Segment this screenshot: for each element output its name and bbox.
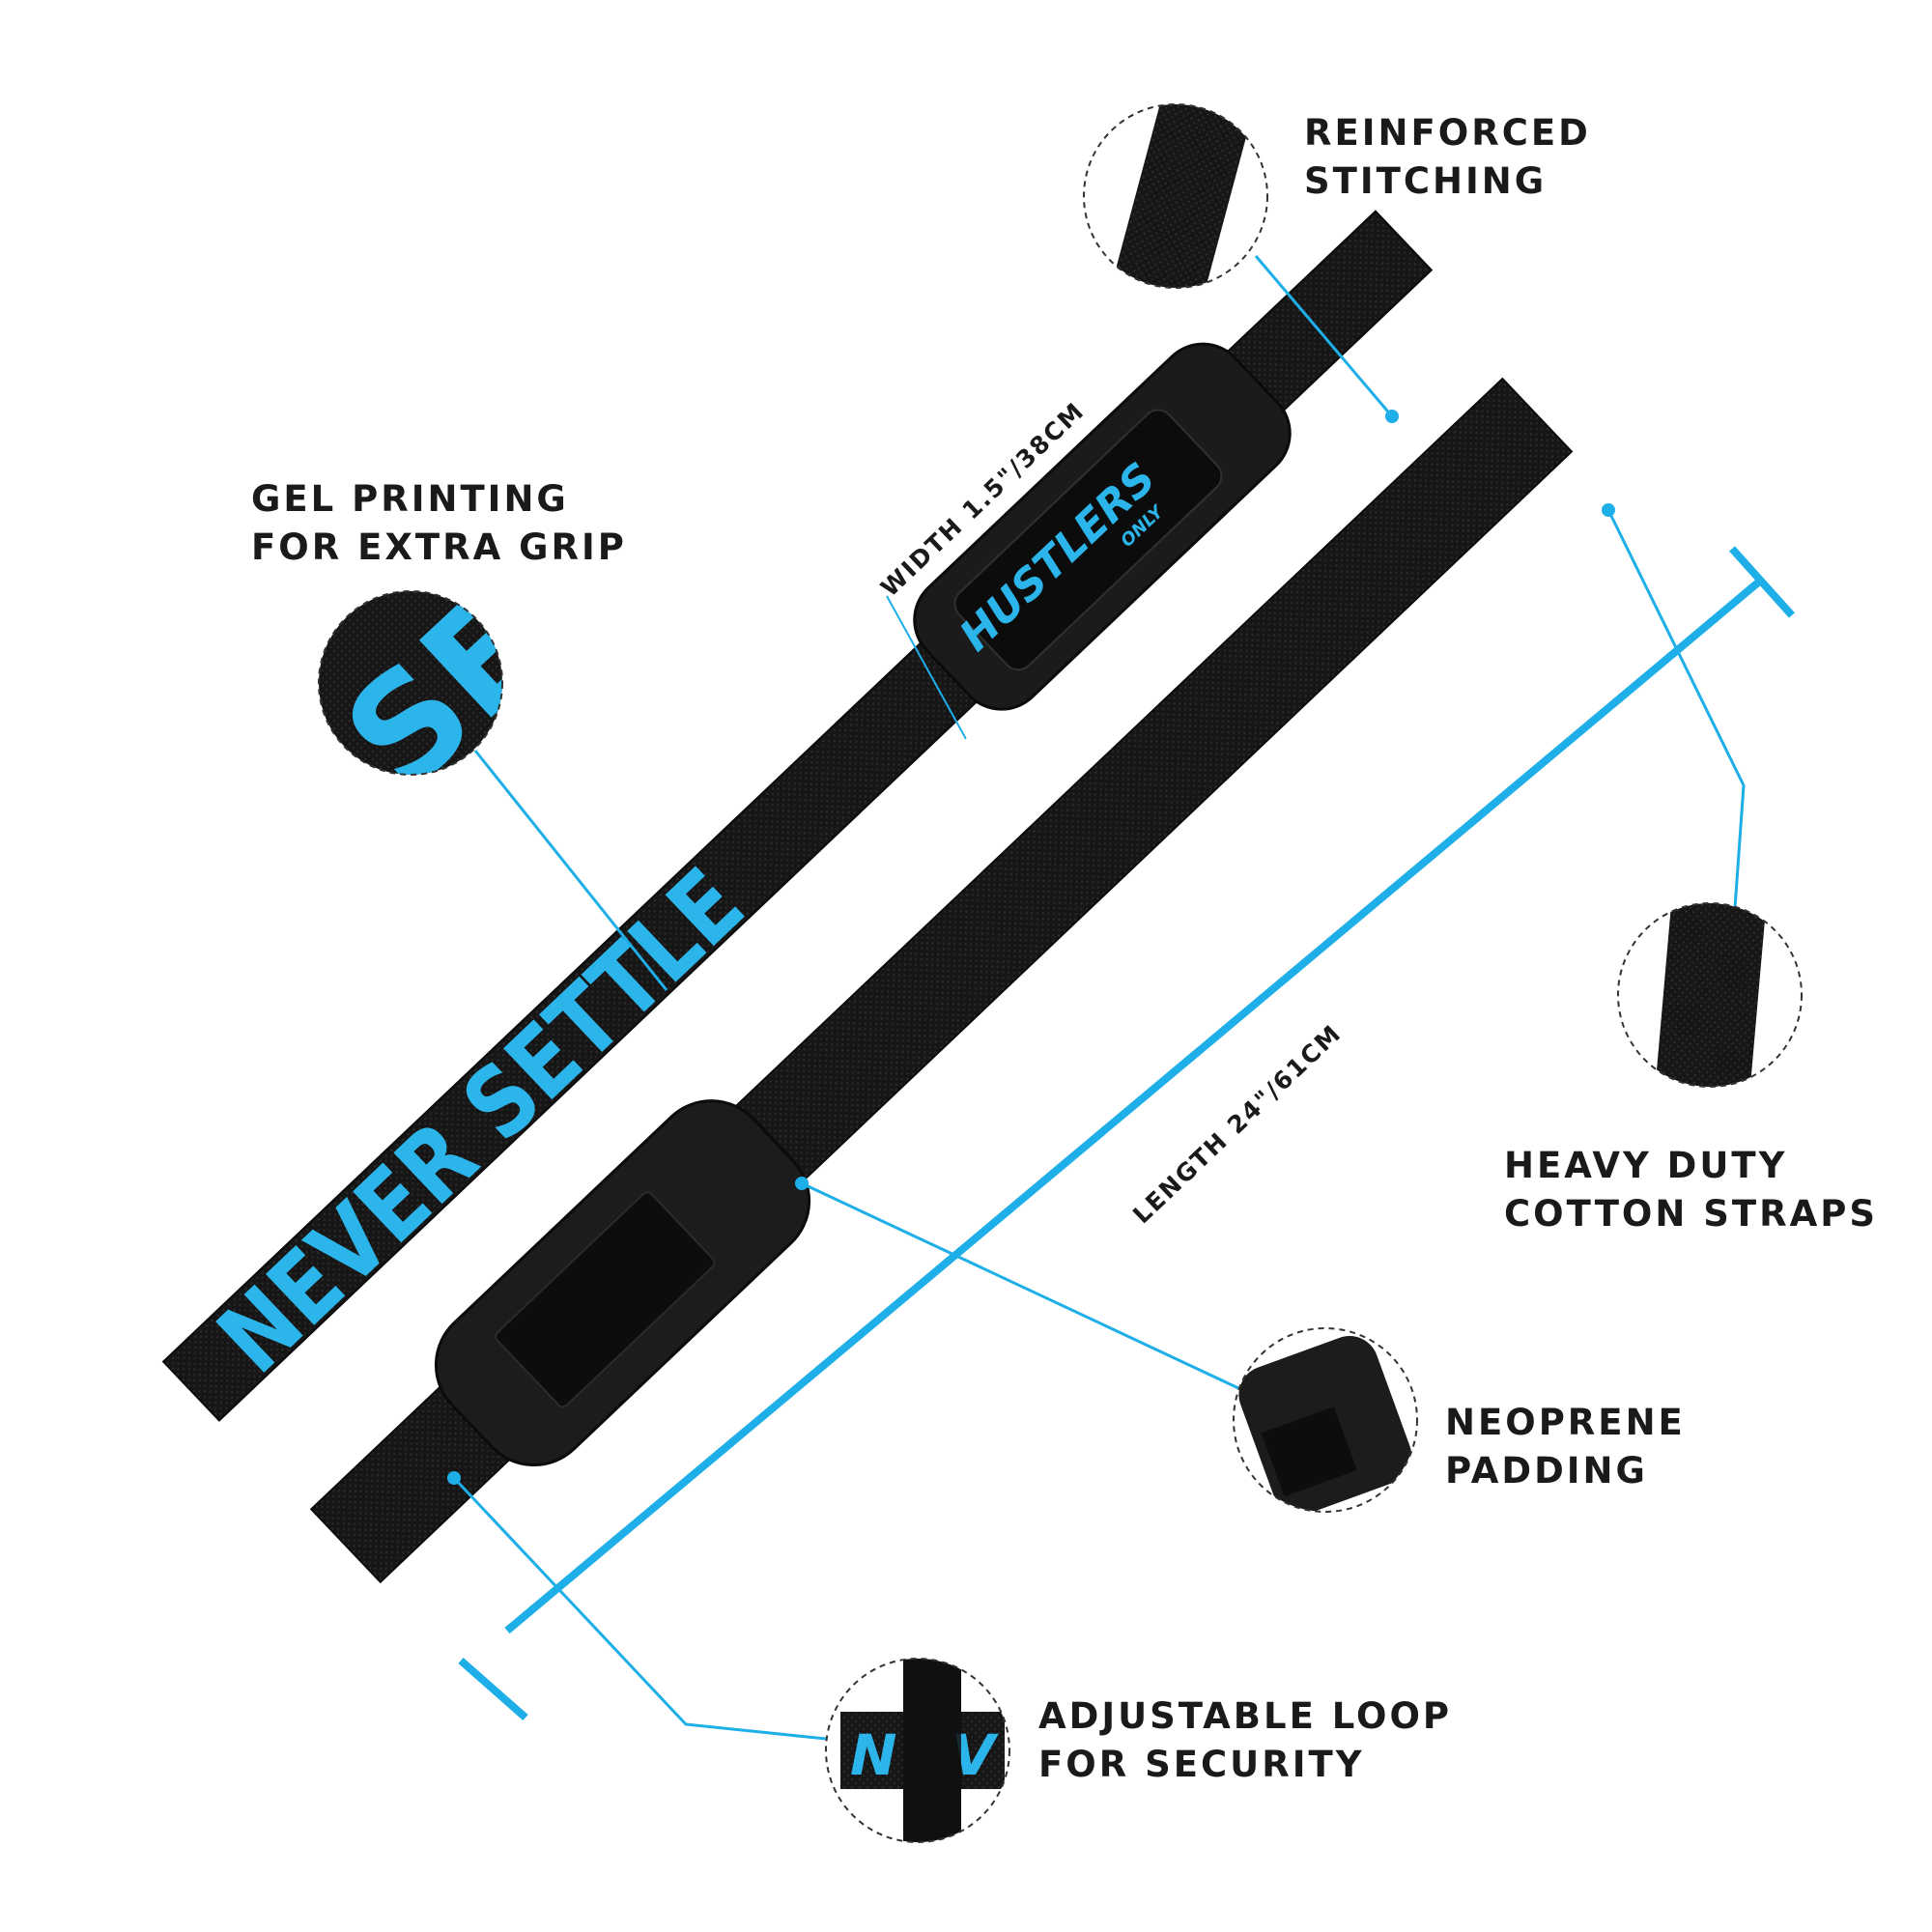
heavy-duty-leader — [1606, 509, 1746, 909]
feature-subtitle: COTTON STRAPS — [1504, 1193, 1879, 1235]
gel-leader — [473, 750, 668, 991]
detail-heavy-duty — [1617, 902, 1803, 1088]
feature-subtitle: FOR SECURITY — [1038, 1744, 1365, 1785]
length-line — [504, 579, 1761, 1634]
width-leader-line — [886, 595, 967, 740]
logo-patch — [953, 409, 1223, 671]
feature-subtitle: STITCHING — [1304, 160, 1548, 202]
feature-title: ADJUSTABLE LOOP — [1038, 1695, 1453, 1737]
length-end-cap — [458, 1657, 528, 1721]
feature-title: REINFORCED — [1304, 112, 1591, 154]
detail-loop: NV — [825, 1658, 1010, 1843]
gel-print-sample: SE — [314, 561, 578, 823]
loop-leader — [452, 1476, 827, 1741]
feature-title: NEOPRENE — [1445, 1402, 1686, 1443]
callout-dots — [447, 410, 1615, 1485]
feature-title: GEL PRINTING — [251, 478, 569, 520]
stitching-leader — [1254, 255, 1394, 417]
feature-title: HEAVY DUTY — [1504, 1145, 1788, 1186]
strap-plain — [309, 377, 1574, 1584]
feature-adjustable-loop: ADJUSTABLE LOOP FOR SECURITY — [1038, 1692, 1452, 1789]
pad-slot — [495, 1191, 716, 1408]
detail-gel-print: SE — [314, 561, 578, 823]
width-bracket — [954, 738, 1003, 820]
feature-heavy-duty: HEAVY DUTY COTTON STRAPS — [1504, 1142, 1878, 1238]
callout-leaders — [452, 255, 1746, 1741]
feature-neoprene: NEOPRENE PADDING — [1445, 1399, 1686, 1495]
feature-subtitle: PADDING — [1445, 1450, 1648, 1492]
feature-subtitle: FOR EXTRA GRIP — [251, 526, 627, 568]
feature-gel-printing: GEL PRINTING FOR EXTRA GRIP — [251, 475, 627, 572]
strap-printed: HUSTLERS ONLY NEVER SETTLE — [161, 210, 1434, 1422]
feature-reinforced-stitching: REINFORCED STITCHING — [1304, 109, 1591, 206]
length-label: LENGTH 24"/61CM — [1127, 1019, 1347, 1230]
length-end-cap — [1729, 546, 1795, 618]
neoprene-leader — [801, 1181, 1239, 1390]
detail-neoprene — [1233, 1327, 1418, 1513]
detail-stitching — [1083, 103, 1268, 289]
